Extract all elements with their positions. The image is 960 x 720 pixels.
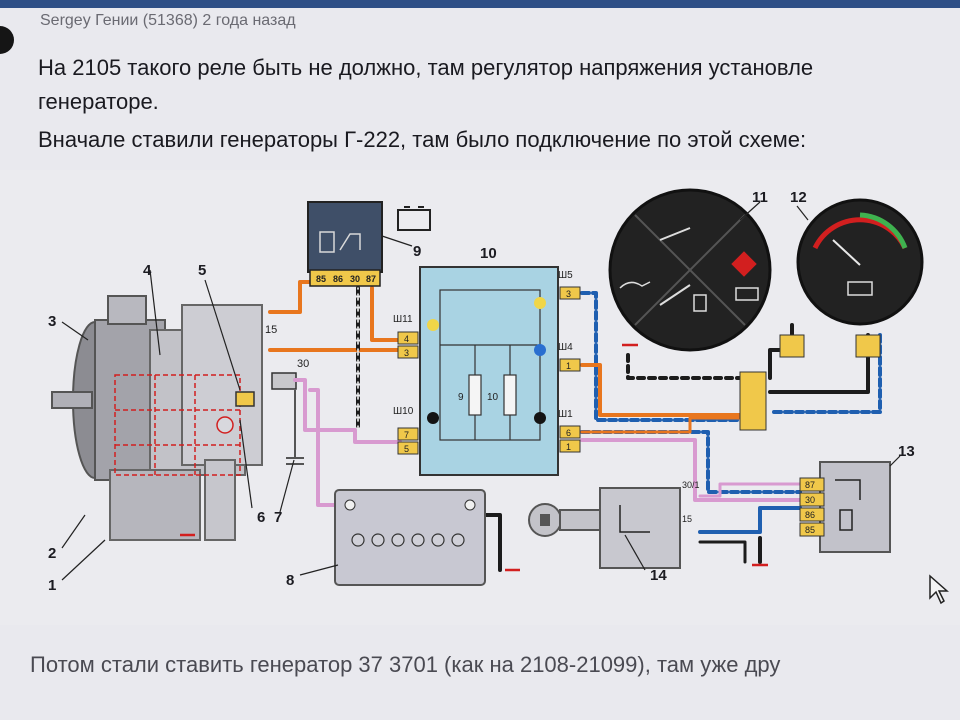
callout-5: 5 bbox=[198, 262, 206, 279]
label-sh1: Ш1 bbox=[558, 409, 573, 420]
wire-label-30-1: 30/1 bbox=[682, 480, 700, 490]
battery-icon bbox=[397, 206, 431, 231]
callout-leaders bbox=[61, 201, 901, 581]
terminal-p3: 3 bbox=[404, 348, 409, 358]
terminal-sh4-pin: 1 bbox=[566, 361, 571, 371]
terminal-sh1-pin-6: 6 bbox=[566, 428, 571, 438]
generator-terminal bbox=[235, 391, 255, 407]
relay-terminal-87: 87 bbox=[366, 274, 376, 284]
callout-4: 4 bbox=[143, 262, 152, 279]
comment-line-1: На 2105 такого реле быть не должно, там … bbox=[38, 55, 814, 80]
relay-terminal-85: 85 bbox=[316, 274, 326, 284]
relay-terminal-86: 86 bbox=[333, 274, 343, 284]
wires bbox=[268, 280, 882, 572]
gauge-icon bbox=[608, 188, 772, 352]
terminal-sh5-pin: 3 bbox=[566, 289, 571, 299]
wiring-diagram: 85 86 30 87 9 10 4 3 7 bbox=[0, 170, 960, 625]
wire-label-15: 15 bbox=[265, 324, 277, 336]
callout-2: 2 bbox=[48, 545, 56, 562]
voltmeter-gauge bbox=[796, 198, 924, 326]
callout-8: 8 bbox=[286, 572, 294, 589]
relay13-terminal-85: 85 bbox=[805, 525, 815, 535]
avatar[interactable] bbox=[0, 26, 14, 54]
comment-line-3: Вначале ставили генераторы Г-222, там бы… bbox=[38, 127, 807, 152]
top-browser-bar bbox=[0, 0, 960, 8]
terminal-p4: 4 bbox=[404, 334, 409, 344]
terminal-sh1-pin-1: 1 bbox=[566, 442, 571, 452]
comment-meta: Sergey Гении (51368) 2 года назад bbox=[40, 12, 296, 29]
ignition-switch-14: 30/1 15 bbox=[528, 480, 700, 569]
resistor-9-label: 9 bbox=[458, 392, 464, 403]
callout-9: 9 bbox=[413, 243, 421, 260]
callout-13: 13 bbox=[898, 443, 915, 460]
ground-icon bbox=[180, 343, 768, 572]
callout-11: 11 bbox=[752, 189, 768, 206]
label-sh11: Ш11 bbox=[393, 314, 413, 325]
callout-7: 7 bbox=[274, 509, 282, 526]
callout-3: 3 bbox=[48, 313, 56, 330]
terminal-p5: 5 bbox=[404, 444, 409, 454]
relay13-terminal-86: 86 bbox=[805, 510, 815, 520]
wire-label-30: 30 bbox=[297, 358, 309, 370]
wire-label-15b: 15 bbox=[682, 514, 692, 524]
relay13-terminal-87: 87 bbox=[805, 480, 815, 490]
label-sh4: Ш4 bbox=[558, 342, 573, 353]
relay13-terminal-30: 30 bbox=[805, 495, 815, 505]
comment-footer: Потом стали ставить генератор 37 3701 (к… bbox=[30, 652, 781, 677]
relay-13: 87 30 86 85 bbox=[799, 461, 891, 553]
label-sh10: Ш10 bbox=[393, 406, 414, 417]
callout-10: 10 bbox=[480, 245, 497, 262]
relay-terminal-30: 30 bbox=[350, 274, 360, 284]
gauge-connectors bbox=[739, 334, 881, 431]
capacitor-7 bbox=[286, 390, 304, 465]
resistor-10-label: 10 bbox=[487, 392, 499, 403]
key-icon bbox=[528, 503, 601, 537]
terminal-p7: 7 bbox=[404, 430, 409, 440]
callout-14: 14 bbox=[650, 567, 667, 584]
control-block-10: 9 10 bbox=[419, 266, 559, 476]
block-terminals: 4 3 7 5 3 1 6 1 Ш11 Ш10 Ш5 Ш4 Ш1 bbox=[393, 270, 581, 455]
comment-line-2: генераторе. bbox=[38, 89, 159, 114]
callout-1: 1 bbox=[48, 577, 56, 594]
relay-9: 85 86 30 87 bbox=[307, 201, 383, 287]
callout-6: 6 bbox=[257, 509, 265, 526]
cursor-arrow-icon bbox=[929, 574, 949, 605]
label-sh5: Ш5 bbox=[558, 270, 573, 281]
battery-8 bbox=[334, 489, 486, 586]
callout-12: 12 bbox=[790, 189, 807, 206]
